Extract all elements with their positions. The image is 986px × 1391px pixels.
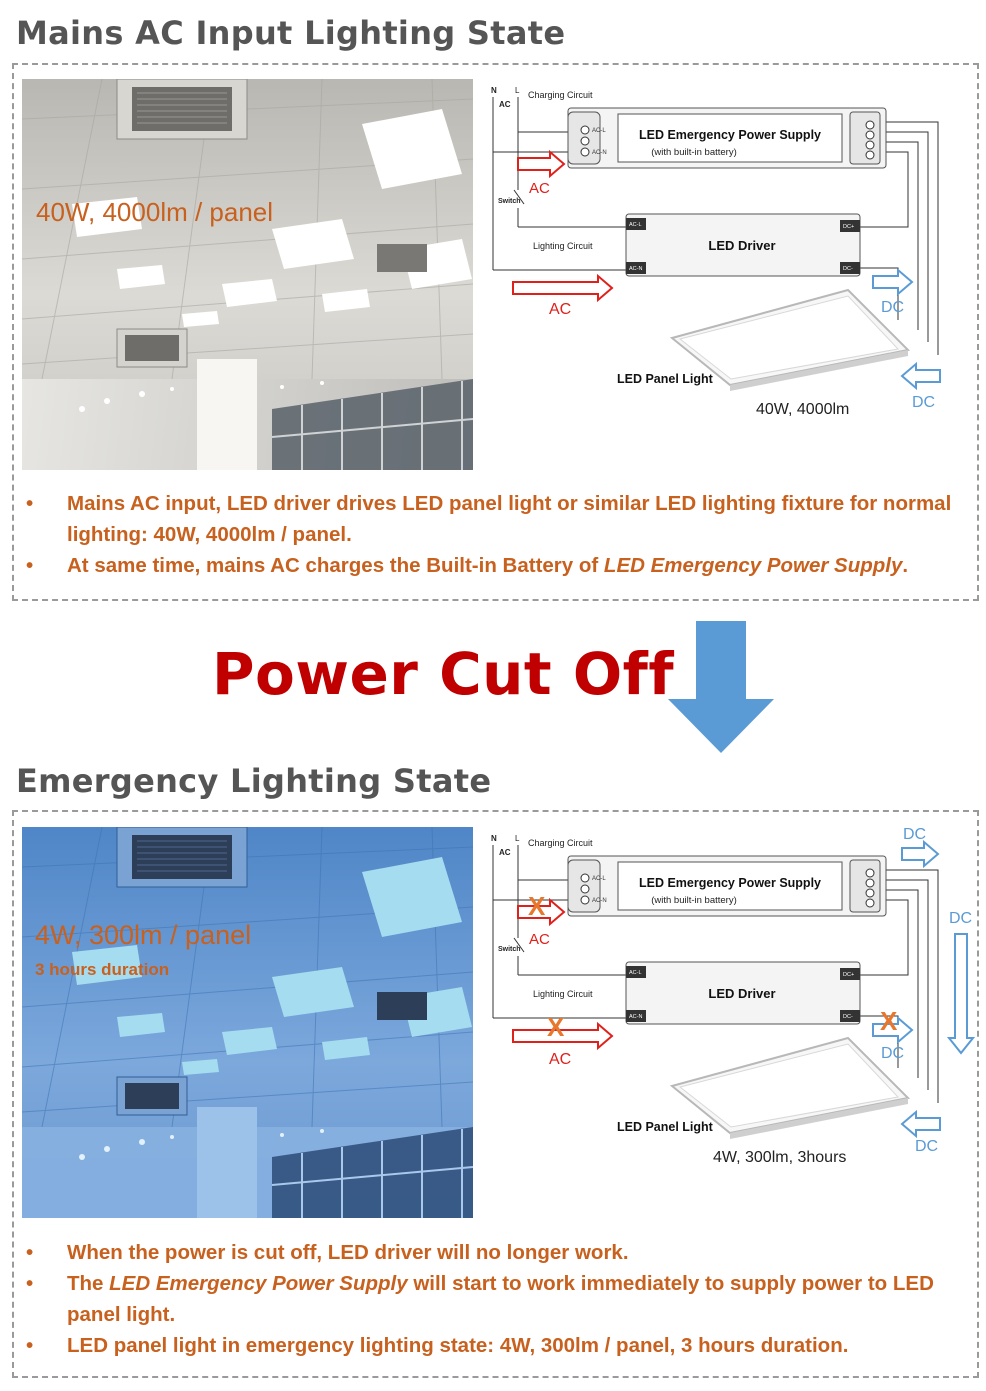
driver-dcp-label: DC+ [843, 972, 854, 978]
eps-acl-label: AC-L [592, 128, 606, 134]
driver-title: LED Driver [708, 986, 775, 1001]
photo-label-normal: 40W, 4000lm / panel [36, 197, 274, 227]
photo-label-emergency: 4W, 300lm / panel [35, 920, 252, 950]
bullet-item: •Mains AC input, LED driver drives LED p… [22, 488, 977, 550]
driver-dcp-label: DC+ [843, 224, 854, 230]
wiring-diagram-emergency: N L AC Charging Circuit Switch Lighting … [488, 820, 978, 1175]
panel-rating: 40W, 4000lm [756, 401, 849, 418]
ac-source-label: AC [499, 100, 511, 109]
l-label: L [515, 834, 520, 843]
charging-circuit-label: Charging Circuit [528, 838, 593, 848]
mains-bullet-list: •Mains AC input, LED driver drives LED p… [22, 488, 977, 581]
bullet-dot: • [26, 492, 34, 515]
dc-label-driver: DC [881, 1045, 904, 1062]
driver-dcm-label: DC- [843, 266, 853, 272]
lighting-circuit-label: Lighting Circuit [533, 241, 593, 251]
driver-title: LED Driver [708, 238, 775, 253]
driver-acn-label: AC-N [629, 266, 642, 272]
photo-sublabel-emergency: 3 hours duration [35, 960, 170, 979]
bullet-dot: • [26, 1241, 34, 1264]
panel-light-label: LED Panel Light [617, 372, 714, 386]
bullet-item: •LED panel light in emergency lighting s… [22, 1330, 977, 1361]
ceiling-photo-normal: 40W, 4000lm / panel [22, 79, 473, 470]
lighting-circuit-label: Lighting Circuit [533, 989, 593, 999]
driver-acl-label: AC-L [629, 970, 642, 976]
section-title-mains: Mains AC Input Lighting State [16, 14, 566, 52]
eps-subtitle: (with built-in battery) [651, 895, 737, 906]
bullet-item: •When the power is cut off, LED driver w… [22, 1237, 977, 1268]
section-title-emergency: Emergency Lighting State [16, 762, 492, 800]
bullet-dot: • [26, 1272, 34, 1295]
eps-acn-label: AC-N [592, 150, 607, 156]
switch-label: Switch [498, 946, 521, 953]
switch-label: Switch [498, 198, 521, 205]
n-label: N [491, 86, 497, 95]
x-mark-charging: X [528, 891, 546, 921]
dc-arrow-label-1: DC [881, 299, 904, 316]
eps-title: LED Emergency Power Supply [639, 876, 821, 890]
bullet-dot: • [26, 1334, 34, 1357]
wiring-diagram-normal: N L AC Charging Circuit Switch Lighting … [488, 80, 968, 425]
emergency-panel [12, 810, 979, 1378]
eps-subtitle: (with built-in battery) [651, 147, 737, 158]
emergency-bullet-list: •When the power is cut off, LED driver w… [22, 1237, 977, 1361]
x-mark-lighting: X [547, 1012, 565, 1042]
l-label: L [515, 86, 520, 95]
power-cut-heading: Power Cut Off [212, 640, 675, 708]
charging-circuit-label: Charging Circuit [528, 90, 593, 100]
ac-arrow-label-1: AC [529, 931, 550, 948]
x-mark-driver: X [880, 1006, 898, 1036]
bullet-dot: • [26, 554, 34, 577]
bullet-item: •At same time, mains AC charges the Buil… [22, 550, 977, 581]
ac-arrow-label-2: AC [549, 301, 571, 318]
panel-light-label: LED Panel Light [617, 1120, 714, 1134]
panel-rating: 4W, 300lm, 3hours [713, 1149, 846, 1166]
driver-acn-label: AC-N [629, 1014, 642, 1020]
dc-label-bottom: DC [915, 1138, 938, 1155]
mains-panel [12, 63, 979, 601]
n-label: N [491, 834, 497, 843]
dc-label-top: DC [903, 826, 926, 843]
down-arrow-icon [668, 621, 774, 753]
ac-arrow-label-1: AC [529, 180, 550, 197]
ac-source-label: AC [499, 848, 511, 857]
dc-arrow-label-2: DC [912, 394, 935, 411]
driver-acl-label: AC-L [629, 222, 642, 228]
eps-title: LED Emergency Power Supply [639, 128, 821, 142]
eps-acn-label: AC-N [592, 898, 607, 904]
ac-arrow-label-2: AC [549, 1051, 571, 1068]
bullet-item: •The LED Emergency Power Supply will sta… [22, 1268, 977, 1330]
eps-acl-label: AC-L [592, 876, 606, 882]
driver-dcm-label: DC- [843, 1014, 853, 1020]
ceiling-photo-emergency: 4W, 300lm / panel 3 hours duration [22, 827, 473, 1218]
dc-label-right: DC [949, 910, 972, 927]
